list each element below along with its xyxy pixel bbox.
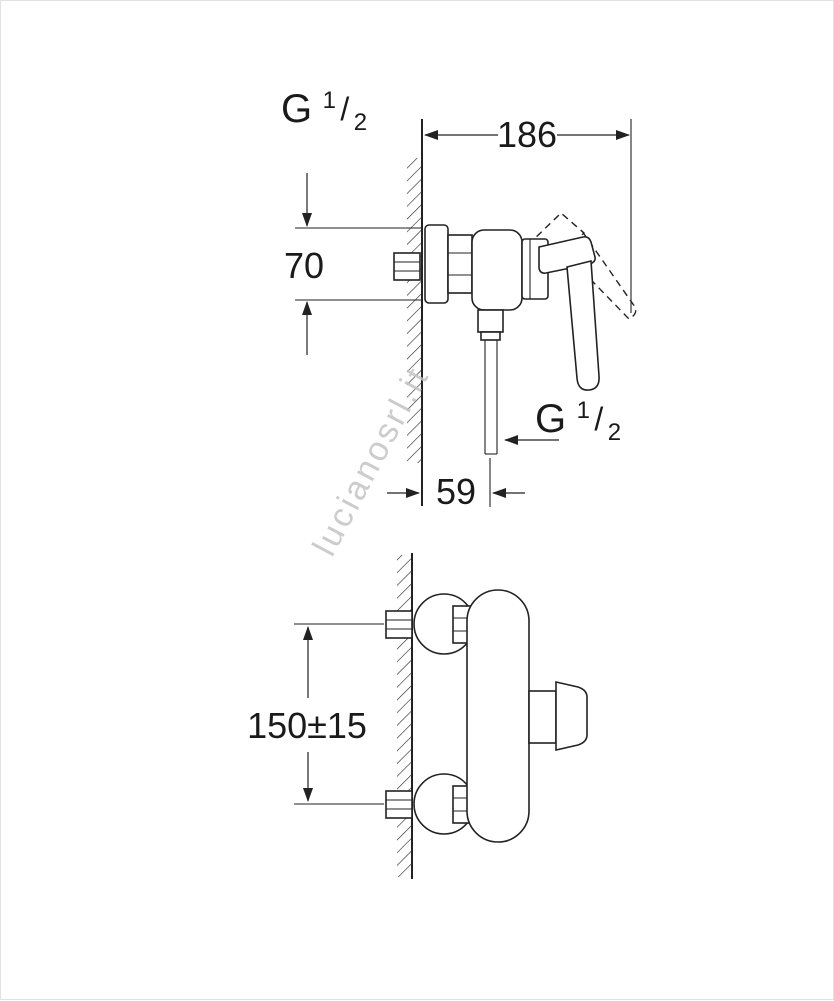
- wall-flange: [424, 224, 449, 304]
- mixer-side-profile: [393, 212, 637, 455]
- handle-stem-front: [528, 690, 557, 744]
- dim-186-label: 186: [497, 114, 557, 155]
- dim-70-label: 70: [284, 245, 324, 286]
- inlet-thread-label: G 1 / 2: [281, 87, 367, 136]
- dim-59-label: 59: [436, 471, 476, 512]
- wall-hatch: [407, 158, 422, 463]
- outlet-stub: [477, 309, 504, 333]
- side-view: G 1 / 2 186 70: [281, 87, 637, 512]
- dim-150-label: 150±15: [247, 705, 367, 746]
- lever-handle-arm: [566, 259, 600, 391]
- s-union-nut: [447, 234, 473, 294]
- inlet-union-nut-top: [385, 610, 413, 639]
- mixer-body-front: [466, 589, 530, 843]
- inlet-union-nut-bottom: [385, 790, 413, 819]
- wall-hatch: [397, 555, 412, 877]
- outlet-collar: [480, 331, 501, 341]
- front-view: 150±15: [247, 553, 588, 879]
- dimension-186: 186: [424, 114, 632, 313]
- outlet-thread-label: G 1 / 2: [535, 397, 621, 446]
- dimension-70: 70: [284, 173, 421, 355]
- dimension-59: 59: [387, 458, 525, 512]
- lever-handle-dashed-arm: [562, 230, 637, 320]
- handle-cone-front: [555, 680, 588, 752]
- dimension-150: 150±15: [247, 623, 384, 805]
- valve-body: [471, 229, 523, 311]
- inlet-union-nut: [393, 252, 421, 281]
